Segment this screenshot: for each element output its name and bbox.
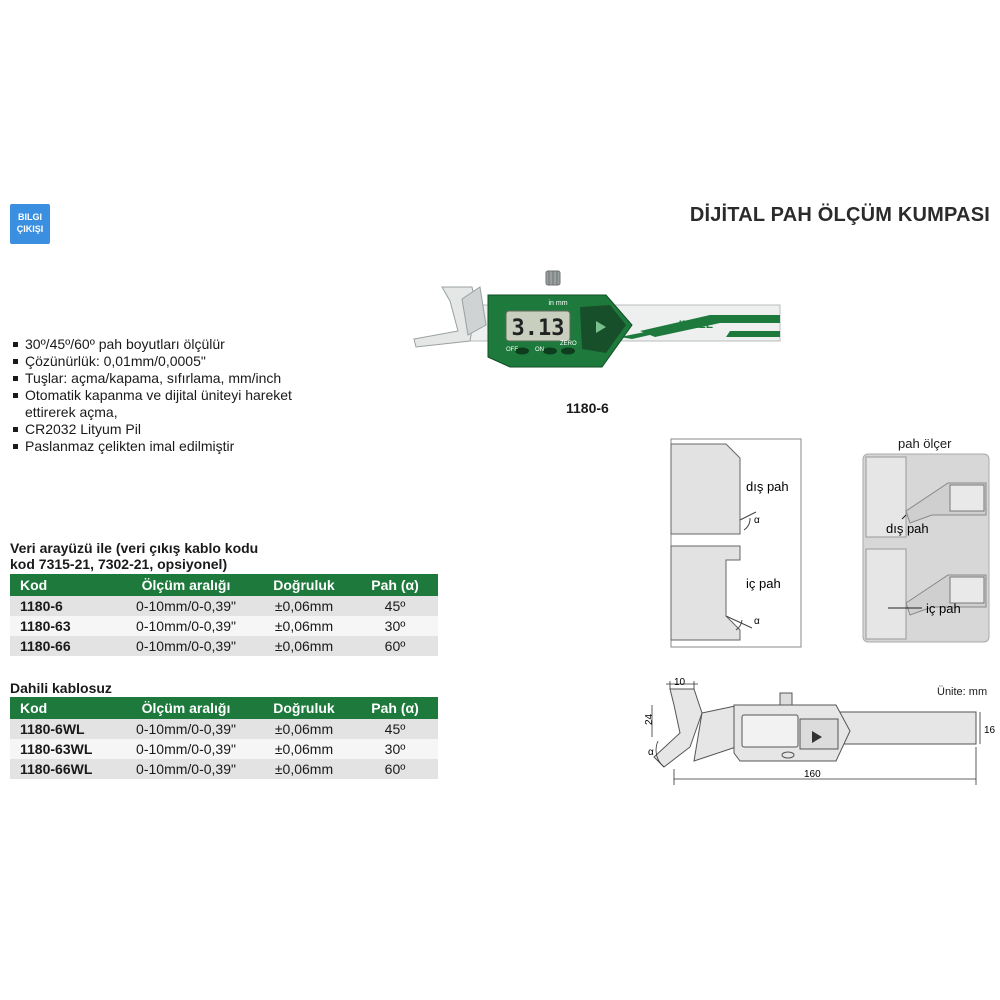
cell-chamfer: 60º — [352, 636, 438, 656]
feature-list: 30º/45º/60º pah boyutları ölçülür Çözünü… — [12, 336, 332, 455]
header-chamfer: Pah (α) — [352, 574, 438, 596]
outer-alpha: α — [754, 515, 760, 526]
brand-logo: INSIZE — [678, 319, 714, 331]
table-row: 1180-63WL 0-10mm/0-0,39" ±0,06mm 30º — [10, 739, 438, 759]
table2-title: Dahili kablosuz — [10, 680, 112, 696]
cell-chamfer: 30º — [352, 739, 438, 759]
cell-accuracy: ±0,06mm — [256, 596, 352, 616]
header-kod: Kod — [10, 574, 116, 596]
dimension-drawing: 10 24 16 160 α — [644, 677, 995, 785]
feature-item: CR2032 Lityum Pil — [12, 421, 332, 438]
inner-alpha: α — [754, 616, 760, 627]
badge-line-2: ÇIKIŞI — [16, 224, 44, 234]
cell-kod: 1180-63 — [10, 616, 116, 636]
table-row: 1180-6WL 0-10mm/0-0,39" ±0,06mm 45º — [10, 719, 438, 739]
zero-label: ZERO — [560, 341, 577, 347]
dim-24: 24 — [644, 713, 655, 725]
outer-chamfer-photo-label: dış pah — [886, 521, 929, 536]
table-header-row: Kod Ölçüm aralığı Doğruluk Pah (α) — [10, 574, 438, 596]
cell-chamfer: 60º — [352, 759, 438, 779]
off-button[interactable] — [515, 347, 529, 355]
cell-kod: 1180-63WL — [10, 739, 116, 759]
cell-chamfer: 30º — [352, 616, 438, 636]
header-accuracy: Doğruluk — [256, 697, 352, 719]
feature-item: Çözünürlük: 0,01mm/0,0005" — [12, 353, 332, 370]
cell-kod: 1180-66WL — [10, 759, 116, 779]
table-row: 1180-66 0-10mm/0-0,39" ±0,06mm 60º — [10, 636, 438, 656]
on-label: ON — [535, 347, 544, 353]
cell-range: 0-10mm/0-0,39" — [116, 739, 256, 759]
table1-title-line-1: Veri arayüzü ile (veri çıkış kablo kodu — [10, 540, 259, 556]
cell-kod: 1180-6WL — [10, 719, 116, 739]
cell-kod: 1180-66 — [10, 636, 116, 656]
cell-range: 0-10mm/0-0,39" — [116, 596, 256, 616]
cell-kod: 1180-6 — [10, 596, 116, 616]
cell-accuracy: ±0,06mm — [256, 636, 352, 656]
inner-chamfer-label: iç pah — [746, 576, 781, 591]
cell-accuracy: ±0,06mm — [256, 719, 352, 739]
badge-line-1: BILGI — [18, 212, 42, 222]
outer-chamfer-label: dış pah — [746, 479, 789, 494]
dim-alpha: α — [648, 747, 654, 758]
zero-button[interactable] — [561, 347, 575, 355]
cell-range: 0-10mm/0-0,39" — [116, 759, 256, 779]
feature-item: 30º/45º/60º pah boyutları ölçülür — [12, 336, 332, 353]
off-label: OFF — [506, 347, 518, 353]
cell-accuracy: ±0,06mm — [256, 616, 352, 636]
caliper-image: 3.13 in mm OFF ON ZERO INSIZE — [413, 270, 781, 368]
feature-item: Tuşlar: açma/kapama, sıfırlama, mm/inch — [12, 370, 332, 387]
page-title: DİJİTAL PAH ÖLÇÜM KUMPASI — [689, 204, 990, 226]
table1-title-line-2: kod 7315-21, 7302-21, opsiyonel) — [10, 556, 228, 572]
unit-label: Ünite: mm — [937, 686, 988, 698]
gauge-usage-photo: dış pah iç pah — [862, 453, 990, 643]
table-header-row: Kod Ölçüm aralığı Doğruluk Pah (α) — [10, 697, 438, 719]
spec-table-cable: Kod Ölçüm aralığı Doğruluk Pah (α) 1180-… — [10, 574, 438, 656]
cell-accuracy: ±0,06mm — [256, 759, 352, 779]
feature-item: Otomatik kapanma ve dijital üniteyi hare… — [12, 387, 332, 421]
data-output-badge: BILGI ÇIKIŞI — [10, 204, 50, 244]
table-row: 1180-63 0-10mm/0-0,39" ±0,06mm 30º — [10, 616, 438, 636]
lcd-value: 3.13 — [512, 316, 565, 341]
model-label: 1180-6 — [566, 400, 609, 416]
header-accuracy: Doğruluk — [256, 574, 352, 596]
header-chamfer: Pah (α) — [352, 697, 438, 719]
spec-table-wireless: Kod Ölçüm aralığı Doğruluk Pah (α) 1180-… — [10, 697, 438, 779]
table-row: 1180-6 0-10mm/0-0,39" ±0,06mm 45º — [10, 596, 438, 616]
cell-chamfer: 45º — [352, 719, 438, 739]
dim-10: 10 — [674, 677, 686, 688]
on-button[interactable] — [543, 347, 557, 355]
gauge-photo-title: pah ölçer — [898, 436, 952, 451]
dim-160: 160 — [804, 769, 821, 780]
inner-chamfer-photo-label: iç pah — [926, 601, 961, 616]
header-range: Ölçüm aralığı — [116, 697, 256, 719]
cell-chamfer: 45º — [352, 596, 438, 616]
lcd-units-label: in mm — [548, 300, 567, 307]
table-row: 1180-66WL 0-10mm/0-0,39" ±0,06mm 60º — [10, 759, 438, 779]
table1-title: Veri arayüzü ile (veri çıkış kablo kodu … — [10, 540, 258, 572]
cell-range: 0-10mm/0-0,39" — [116, 636, 256, 656]
feature-item: Paslanmaz çelikten imal edilmiştir — [12, 438, 332, 455]
cell-range: 0-10mm/0-0,39" — [116, 616, 256, 636]
cell-range: 0-10mm/0-0,39" — [116, 719, 256, 739]
chamfer-diagram: α dış pah α iç pah — [670, 438, 802, 648]
dim-16: 16 — [984, 725, 995, 736]
header-range: Ölçüm aralığı — [116, 574, 256, 596]
header-kod: Kod — [10, 697, 116, 719]
cell-accuracy: ±0,06mm — [256, 739, 352, 759]
